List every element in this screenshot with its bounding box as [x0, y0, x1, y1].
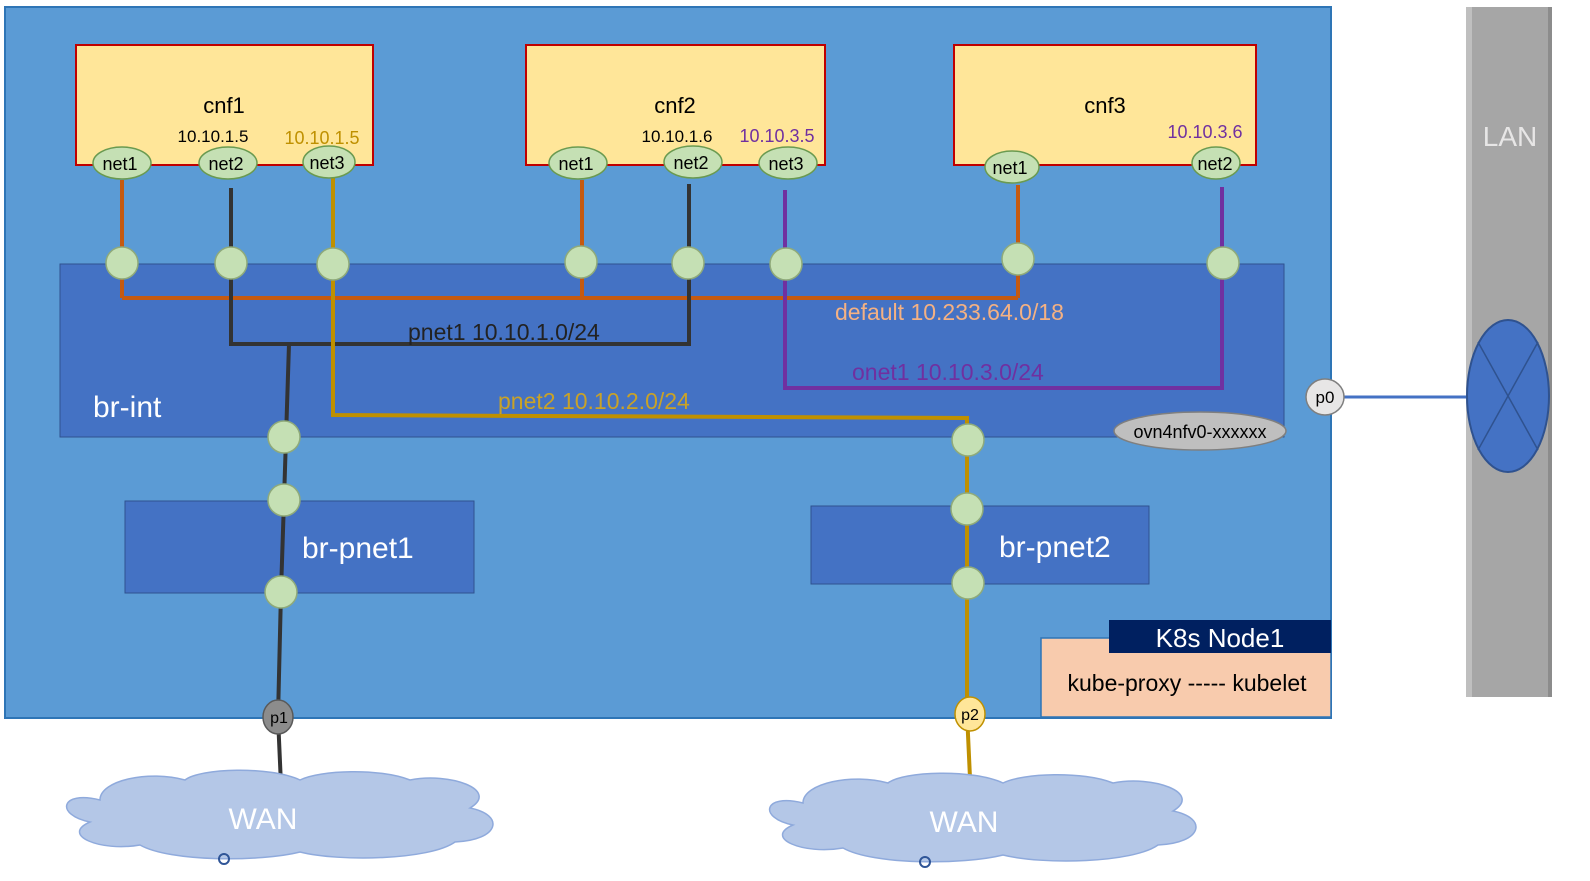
port-dot [264, 575, 298, 609]
p1-port [262, 699, 294, 735]
wan-left-label: WAN [229, 803, 298, 836]
port-dot [951, 566, 985, 600]
br-int-label: br-int [93, 391, 162, 424]
cnf1-net3-ip: 10.10.1.5 [284, 128, 359, 148]
port-dot [105, 246, 139, 280]
port-dot [564, 245, 598, 279]
cnf3-net2-ip: 10.10.3.6 [1167, 122, 1242, 142]
wan-cloud-right: WAN [768, 772, 1197, 868]
cnf1-interfaces: net1 net2 net3 [92, 145, 356, 180]
port-dot [1206, 246, 1240, 280]
default-network-label: default 10.233.64.0/18 [835, 299, 1064, 325]
onet1-network-label: onet1 10.10.3.0/24 [852, 359, 1044, 385]
cnf1-net3-label: net3 [309, 153, 344, 173]
cnf2-net2-label: net2 [673, 153, 708, 173]
cnf1-net2-ip: 10.10.1.5 [178, 127, 249, 146]
cnf1-box: cnf1 10.10.1.5 10.10.1.5 [75, 44, 374, 166]
cnf3-box: cnf3 10.10.3.6 [953, 44, 1257, 166]
cnf2-box: cnf2 10.10.1.6 10.10.3.5 [525, 44, 826, 166]
port-dot [671, 246, 705, 280]
pnet2-network-line [331, 178, 972, 779]
cnf3-net1-label: net1 [992, 158, 1027, 178]
cnf1-net2-label: net2 [208, 154, 243, 174]
cnf2-net2-ip: 10.10.1.6 [642, 127, 713, 146]
cnf2-name: cnf2 [654, 93, 696, 118]
cnf1-name: cnf1 [203, 93, 245, 118]
port-dot [316, 247, 350, 281]
wan-right-label: WAN [930, 806, 999, 839]
br-pnet1-label: br-pnet1 [302, 532, 414, 565]
br-int-bridge [59, 263, 1285, 438]
port-dot [214, 246, 248, 280]
bridge-ports [105, 242, 1240, 609]
p0-port [1305, 378, 1345, 416]
ovn4nfv0-port [1113, 411, 1287, 451]
node-title-box [1109, 620, 1331, 653]
port-dot [267, 483, 301, 517]
cnf3-name: cnf3 [1084, 93, 1126, 118]
port-dot [950, 492, 984, 526]
lan-label: LAN [1483, 121, 1537, 152]
wan-cloud-left: WAN [65, 769, 494, 865]
br-pnet2-label: br-pnet2 [999, 531, 1111, 564]
cnf2-net3-label: net3 [768, 154, 803, 174]
br-pnet1-bridge [124, 500, 475, 594]
port-dot [1001, 242, 1035, 276]
p1-label: p1 [270, 710, 288, 727]
cnf1-net1-label: net1 [102, 154, 137, 174]
port-dot [951, 423, 985, 457]
port-dot [769, 247, 803, 281]
cnf3-net2-label: net2 [1197, 154, 1232, 174]
lan-router-icon [1466, 319, 1550, 473]
onet1-network-line [783, 187, 1224, 390]
ovn4nfv0-label: ovn4nfv0-xxxxxx [1133, 422, 1266, 442]
cnf3-interfaces: net1 net2 [984, 146, 1241, 184]
p0-label: p0 [1316, 388, 1335, 407]
p2-label: p2 [961, 707, 979, 724]
cnf2-net1-label: net1 [558, 154, 593, 174]
p2-port [954, 696, 986, 732]
cnf2-net3-ip: 10.10.3.5 [739, 126, 814, 146]
node-services: kube-proxy ----- kubelet [1067, 670, 1307, 696]
pnet2-network-label: pnet2 10.10.2.0/24 [498, 388, 690, 414]
pnet1-network-label: pnet1 10.10.1.0/24 [408, 319, 600, 345]
node-title: K8s Node1 [1156, 623, 1285, 653]
port-dot [267, 420, 301, 454]
cnf2-interfaces: net1 net2 net3 [548, 145, 818, 180]
